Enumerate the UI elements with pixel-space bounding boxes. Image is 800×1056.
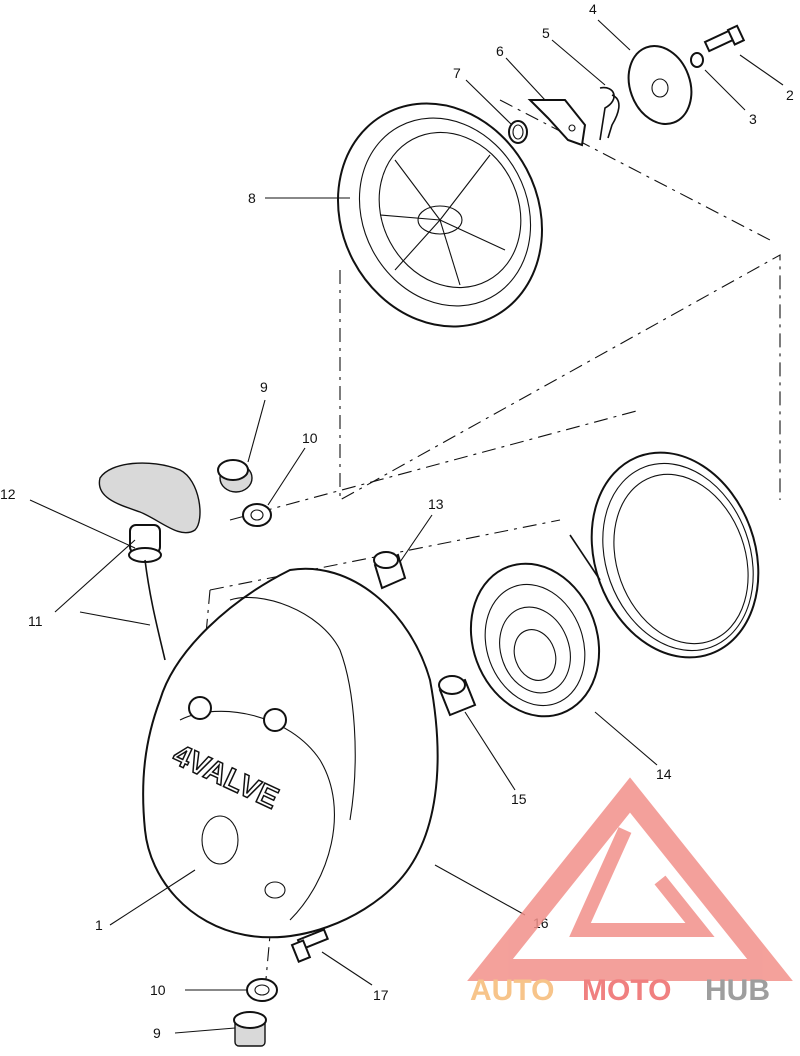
label-8: 8 bbox=[248, 190, 256, 206]
label-9-bottom: 9 bbox=[153, 1025, 161, 1041]
label-1: 1 bbox=[95, 917, 103, 933]
leader-lines bbox=[29, 19, 784, 1034]
watermark-triangle-icon bbox=[467, 777, 793, 981]
label-5: 5 bbox=[542, 25, 550, 41]
small-spring bbox=[508, 120, 528, 144]
label-9-top: 9 bbox=[260, 379, 268, 395]
label-13: 13 bbox=[428, 496, 444, 512]
label-10-bottom: 10 bbox=[150, 982, 166, 998]
watermark-moto: MOTO bbox=[582, 974, 671, 1007]
bolt-17 bbox=[290, 928, 330, 963]
recoil-spring bbox=[469, 562, 601, 718]
spring-case bbox=[569, 451, 760, 659]
label-11: 11 bbox=[28, 613, 43, 629]
starter-rope bbox=[144, 559, 166, 661]
plug-top bbox=[217, 459, 253, 493]
watermark-hub: HUB bbox=[705, 974, 770, 1007]
bushing-15 bbox=[438, 675, 477, 717]
label-4: 4 bbox=[589, 1, 597, 17]
label-2: 2 bbox=[786, 87, 794, 103]
washer-top bbox=[242, 503, 272, 527]
bolt-2 bbox=[703, 24, 746, 53]
label-17: 17 bbox=[373, 987, 389, 1003]
friction-plate bbox=[627, 45, 693, 125]
clip-spring bbox=[599, 86, 620, 141]
watermark-auto: AUTO bbox=[470, 974, 554, 1007]
watermark-logo bbox=[467, 777, 793, 981]
label-12: 12 bbox=[0, 486, 16, 502]
recoil-housing: 4VALVE bbox=[142, 567, 439, 939]
label-14: 14 bbox=[656, 766, 672, 782]
watermark-text: AUTO MOTO HUB bbox=[470, 974, 770, 1007]
starter-handle bbox=[98, 462, 201, 563]
washer-bottom bbox=[246, 978, 278, 1002]
bushing-13 bbox=[373, 551, 407, 590]
label-7: 7 bbox=[453, 65, 461, 81]
ratchet-pawl bbox=[527, 99, 587, 147]
washer-3 bbox=[690, 52, 704, 68]
label-15: 15 bbox=[511, 791, 527, 807]
label-3: 3 bbox=[749, 111, 757, 127]
label-10-top: 10 bbox=[302, 430, 318, 446]
plug-bottom bbox=[233, 1011, 267, 1047]
label-6: 6 bbox=[496, 43, 504, 59]
pulley-reel bbox=[337, 102, 543, 328]
